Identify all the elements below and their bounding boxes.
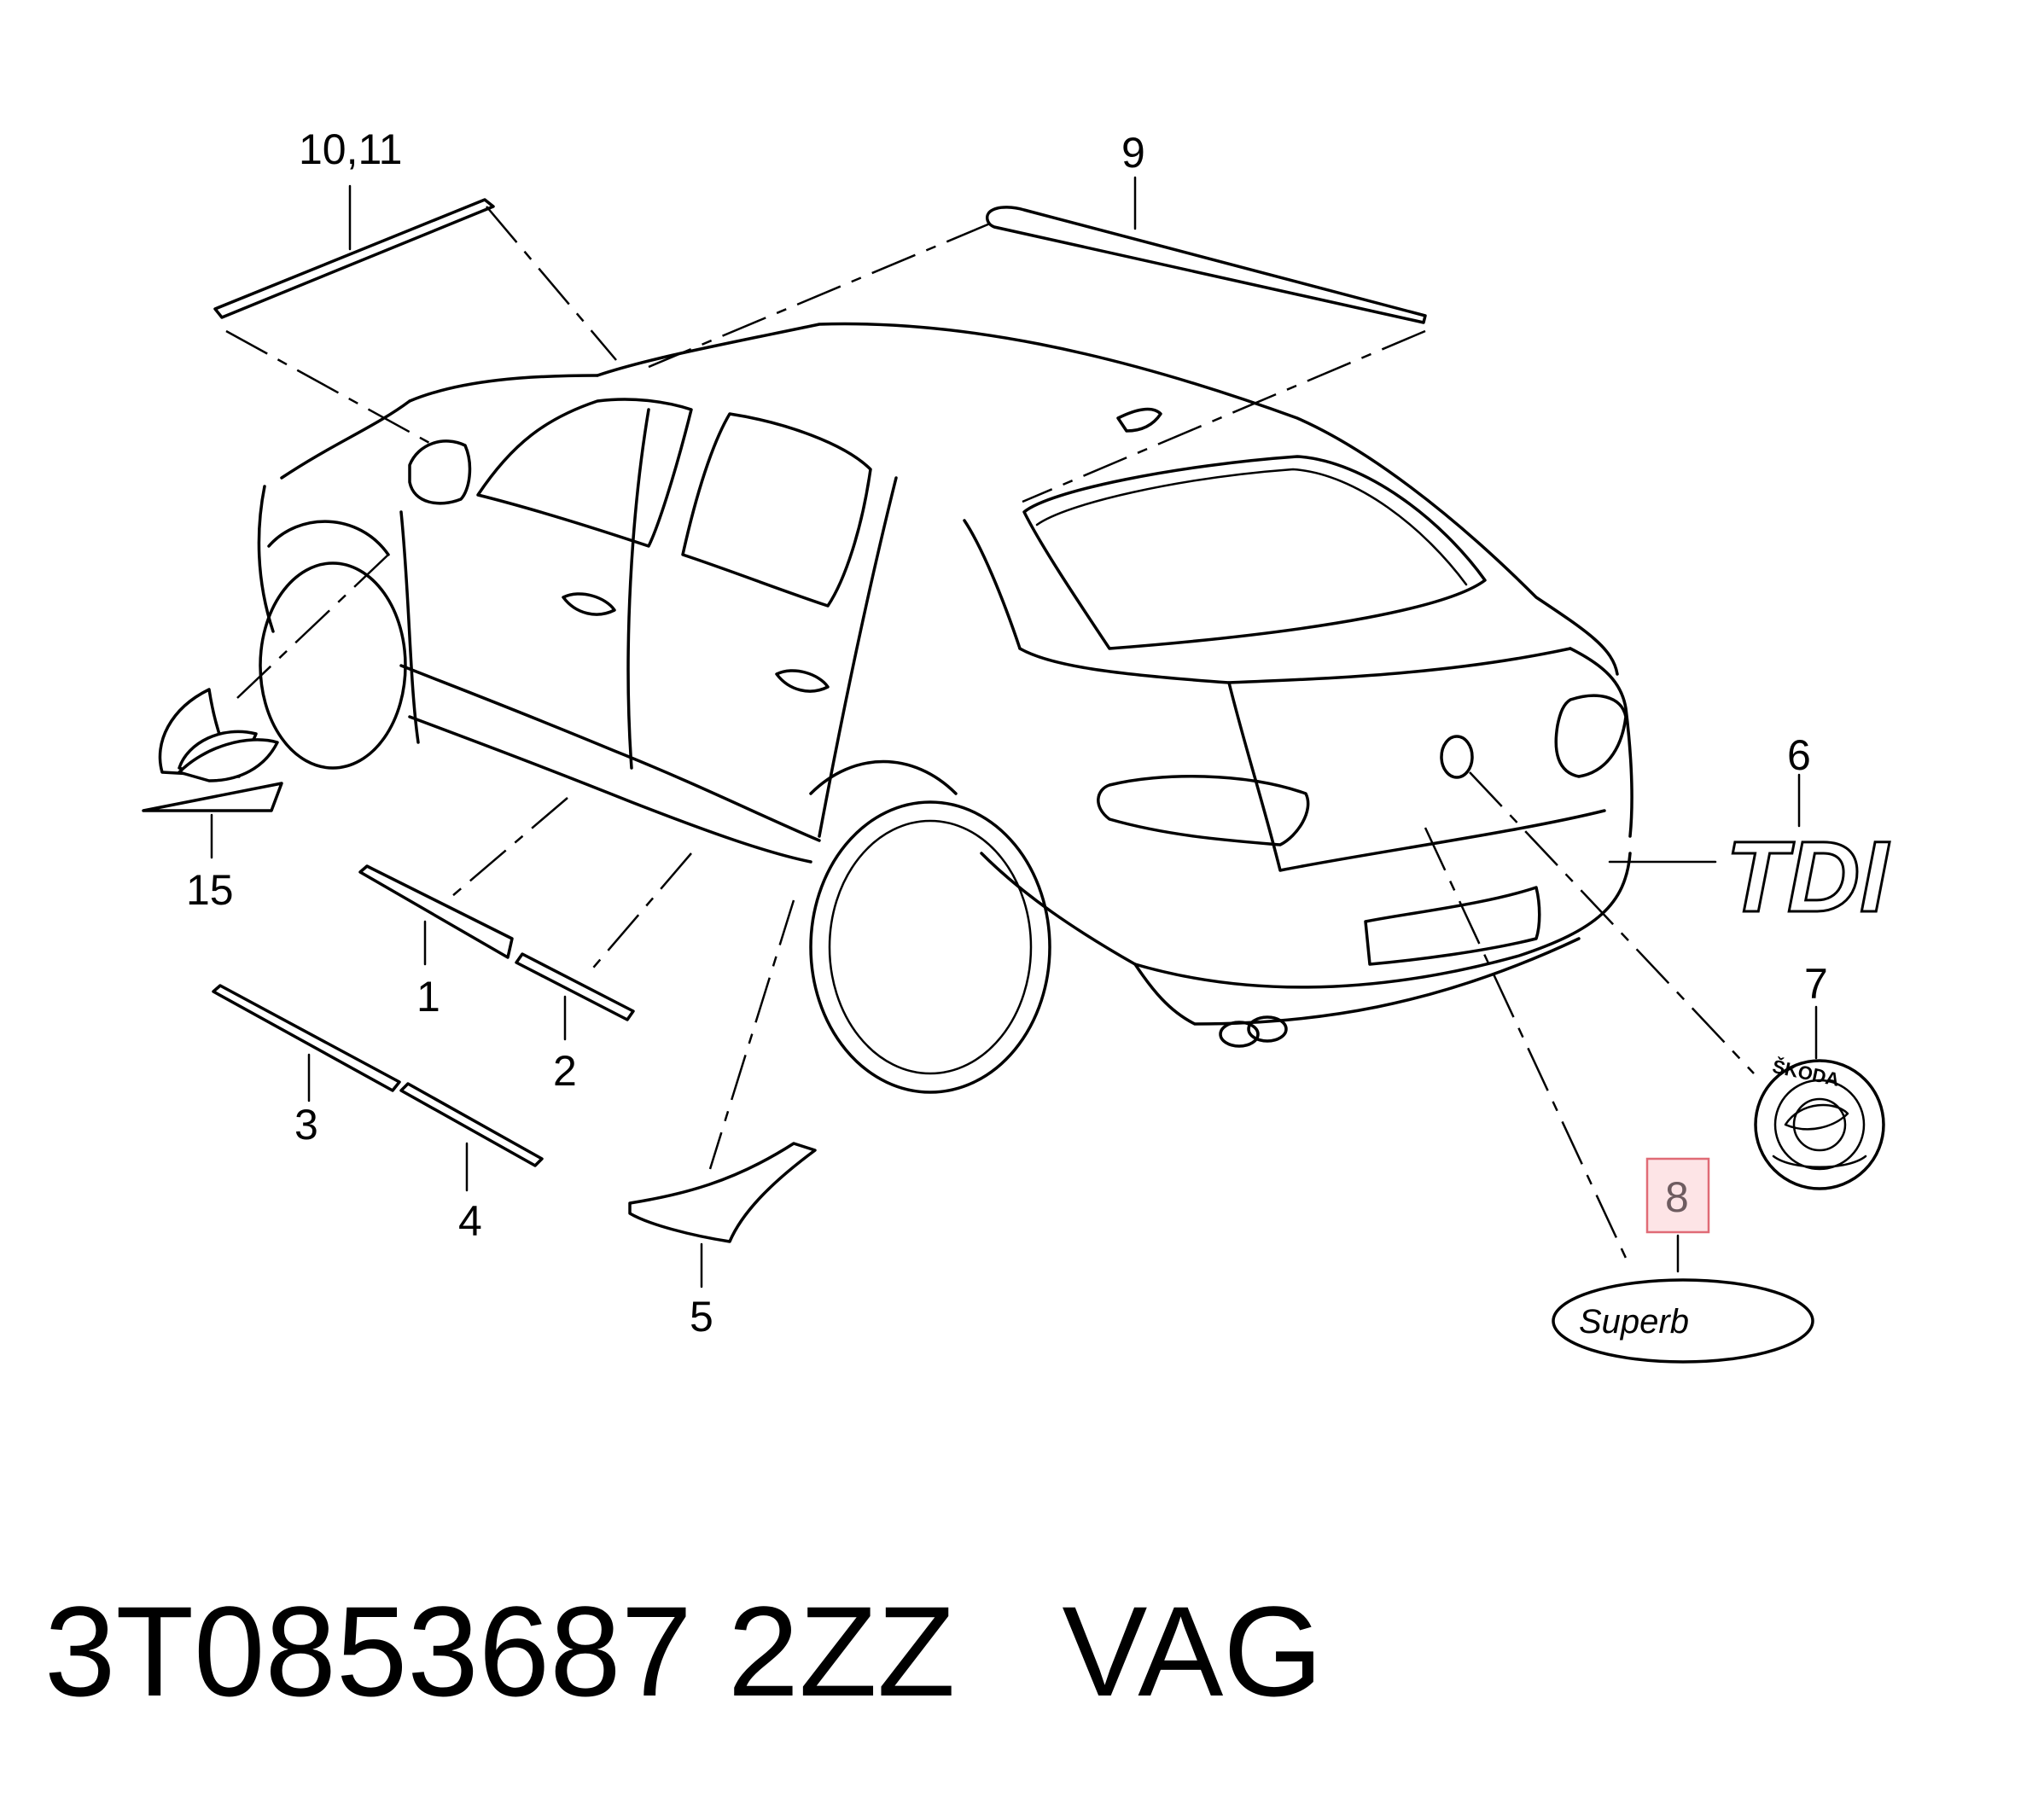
part-15-wheel-arch-trim (142, 688, 283, 812)
callout-15: 15 (186, 866, 234, 914)
tdi-badge-text: TDI (1726, 821, 1890, 934)
highlight-box (1645, 1157, 1710, 1234)
callout-10-11: 10,11 (299, 125, 402, 173)
part-5-mudflap (628, 1142, 817, 1243)
callout-1: 1 (416, 973, 440, 1021)
callout-7: 7 (1804, 960, 1828, 1008)
part-4-sill-trim (399, 1082, 544, 1167)
callout-6: 6 (1787, 731, 1811, 779)
part-7-skoda-emblem: ŠKODA (1754, 1056, 1885, 1190)
part-number-footer: 3T0853687 2ZZ VAG (44, 1587, 1323, 1715)
callout-5: 5 (690, 1293, 713, 1341)
callout-ticks (210, 176, 1818, 1288)
brand-label: VAG (1062, 1579, 1324, 1723)
callout-2: 2 (553, 1047, 577, 1095)
part-1-side-molding (358, 864, 514, 959)
callout-4: 4 (458, 1197, 482, 1245)
superb-badge-text: Superb (1579, 1303, 1689, 1341)
part-9-roof-rail (986, 206, 1427, 324)
part-2-side-molding (515, 952, 635, 1021)
callout-8: 8 (1665, 1173, 1689, 1221)
part-3-sill-trim (212, 984, 401, 1092)
part-8-superb-badge: Superb (1552, 1278, 1814, 1364)
part-6-tdi-badge: TDI (1725, 820, 1891, 935)
callout-labels: 10,11 9 15 1 2 3 4 5 6 7 8 (186, 125, 1828, 1341)
part-number: 3T0853687 2ZZ (44, 1579, 956, 1723)
callout-9: 9 (1121, 129, 1145, 177)
car-illustration (257, 322, 1633, 1094)
leader-lines (225, 206, 1755, 1268)
callout-3: 3 (294, 1101, 318, 1149)
part-10-11-roof-trim (213, 198, 495, 319)
